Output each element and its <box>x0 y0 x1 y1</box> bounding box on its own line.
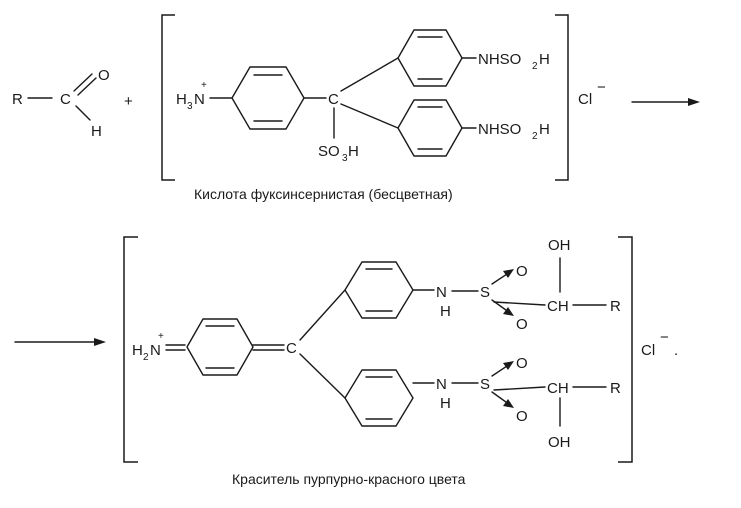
s-bottom: S <box>480 376 490 393</box>
arrow-s-o-bottom-1 <box>503 361 514 370</box>
bond-c-o-2 <box>77 77 97 96</box>
aldehyde-h: H <box>91 123 102 140</box>
ring-d-nh-h: H <box>440 303 451 320</box>
amine-h: H <box>176 91 187 108</box>
reaction-arrow-head <box>688 98 700 106</box>
fuchsine-sulfurous-acid: H 3 N + C SO 3 H NHSO 2 H NHSO 2 H <box>176 29 550 164</box>
product-caption: Краситель пурпурно-красного цвета <box>232 471 466 487</box>
arrow-s-o-bottom-2 <box>503 399 514 408</box>
purple-dye: H 2 N + C N H S O O CH OH R <box>132 237 621 451</box>
ring-d-n: N <box>436 284 447 301</box>
benzene-ring-a <box>231 66 305 130</box>
ring-c-sub-2: 2 <box>532 131 538 142</box>
chloride-top: Cl <box>578 91 592 108</box>
ch-top: CH <box>547 298 569 315</box>
left-bracket-top <box>161 14 175 181</box>
bond-c-ring-b <box>340 57 399 92</box>
bond-s-ch-top <box>493 301 546 306</box>
benzene-ring-d <box>344 261 414 319</box>
so3h-so: SO <box>318 143 340 160</box>
right-bracket-top <box>555 14 569 181</box>
r-bottom: R <box>610 380 621 397</box>
oh-bottom: OH <box>548 434 571 451</box>
iminium-charge: + <box>158 331 164 342</box>
o-top-1: O <box>516 263 528 280</box>
continuation-arrow-head <box>94 338 106 346</box>
r-top: R <box>610 298 621 315</box>
so3h-sub: 3 <box>342 153 348 164</box>
right-bracket-bottom <box>618 236 633 463</box>
iminium-sub-2: 2 <box>143 352 149 363</box>
ring-c-h: H <box>539 121 550 138</box>
bond-c-ring-d <box>299 289 346 341</box>
dye-central-c: C <box>286 340 297 357</box>
chloride-bottom-charge: − <box>660 329 669 346</box>
chloride-bottom: Cl <box>641 342 655 359</box>
ring-c-nhso: NHSO <box>478 121 521 138</box>
benzene-ring-b <box>397 29 463 87</box>
final-period: . <box>674 342 678 359</box>
quinoid-ring <box>186 318 254 376</box>
aldehyde-o: O <box>98 67 110 84</box>
aldehyde-r: R <box>12 91 23 108</box>
bond-s-ch-bottom <box>493 386 546 391</box>
bond-c-h <box>75 105 91 121</box>
ring-b-sub-2: 2 <box>532 61 538 72</box>
central-c: C <box>328 91 339 108</box>
ring-b-nhso: NHSO <box>478 51 521 68</box>
benzene-ring-e <box>344 369 414 427</box>
ch-bottom: CH <box>547 380 569 397</box>
left-bracket-bottom <box>123 236 138 463</box>
aldehyde-c: C <box>60 91 71 108</box>
o-bottom-2: O <box>516 408 528 425</box>
o-bottom-1: O <box>516 355 528 372</box>
ring-e-n: N <box>436 376 447 393</box>
so3h-h: H <box>348 143 359 160</box>
ring-e-nh-h: H <box>440 395 451 412</box>
amine-n: N <box>194 91 205 108</box>
amine-sub-3: 3 <box>187 101 193 112</box>
iminium-h: H <box>132 342 143 359</box>
amine-charge: + <box>201 80 207 91</box>
arrow-s-o-top-1 <box>503 269 514 278</box>
iminium-n: N <box>150 342 161 359</box>
reagent-caption: Кислота фуксинсернистая (бесцветная) <box>194 186 453 202</box>
aldehyde: R C O H <box>12 67 110 140</box>
o-top-2: O <box>516 316 528 333</box>
s-top: S <box>480 284 490 301</box>
plus-sign: + <box>124 93 133 110</box>
bond-c-ring-e <box>299 353 346 399</box>
oh-top: OH <box>548 237 571 254</box>
bond-c-ring-c <box>340 103 399 129</box>
benzene-ring-c <box>397 99 463 157</box>
ring-b-h: H <box>539 51 550 68</box>
arrow-s-o-top-2 <box>503 307 514 316</box>
bond-c-o-1 <box>73 73 93 92</box>
chloride-top-charge: − <box>597 79 606 96</box>
